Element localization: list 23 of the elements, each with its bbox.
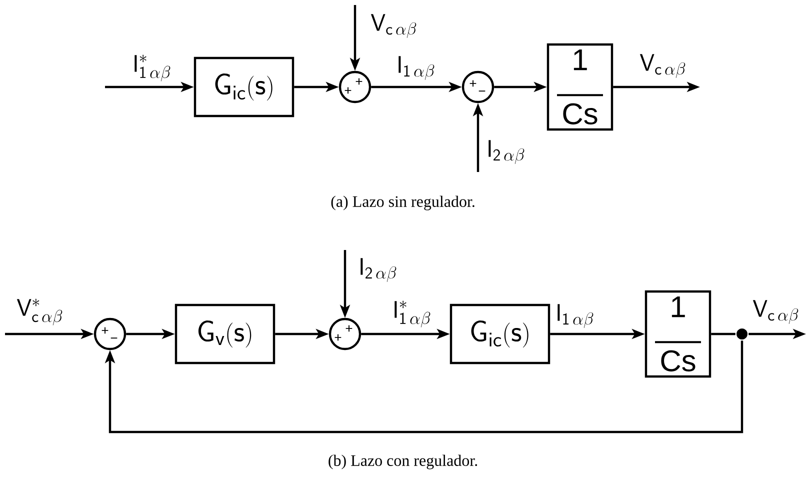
signal-label: $\mathsf{V}^{*}_{\mathsf{c}\,\alpha\beta}$	[16, 298, 62, 326]
signal-label: $\mathsf{I}_{\mathsf{1}\,\alpha\beta}$	[398, 56, 434, 80]
transfer-function-box: $\mathsf{G}_{\mathsf{ic}}\mathsf{(s)}$	[194, 56, 294, 118]
signal-label: $\mathsf{V}_{\mathsf{c}\,\alpha\beta}$	[370, 14, 416, 38]
arrow	[104, 340, 744, 434]
transfer-function-box: 1 Cs	[546, 43, 614, 131]
signal-label: $\mathsf{I}_{\mathsf{2}\,\alpha\beta}$	[360, 258, 396, 282]
signal-label: $\mathsf{V}_{\mathsf{c}\,\alpha\beta}$	[640, 54, 686, 78]
caption: (b) Lazo con regulador.	[328, 454, 478, 470]
signal-label: $\mathsf{V}_{\mathsf{c}\,\alpha\beta}$	[752, 300, 798, 324]
summing-junction: + +	[338, 70, 372, 104]
caption: (a) Lazo sin regulador.	[331, 196, 474, 210]
summing-junction: + −	[462, 70, 494, 104]
summing-junction: + −	[94, 318, 126, 350]
signal-label: $\mathsf{I}^{*}_{\mathsf{1}\,\alpha\beta}$	[134, 54, 170, 82]
signal-label: $\mathsf{I}_{\mathsf{1}\,\alpha\beta}$	[558, 304, 594, 328]
signal-label: $\mathsf{I}^{*}_{\mathsf{1}\,\alpha\beta}$	[394, 300, 430, 328]
transfer-function-box: $\mathsf{G}_{\mathsf{ic}}\mathsf{(s)}$	[450, 304, 550, 364]
summing-junction: + +	[328, 318, 362, 350]
transfer-function-box: 1 Cs	[644, 290, 712, 378]
transfer-function-box: $\mathsf{G}_{\mathsf{v}}\mathsf{(s)}$	[174, 304, 276, 364]
signal-label: $\mathsf{I}_{\mathsf{2}\,\alpha\beta}$	[488, 140, 524, 164]
junction-dot	[736, 328, 748, 340]
